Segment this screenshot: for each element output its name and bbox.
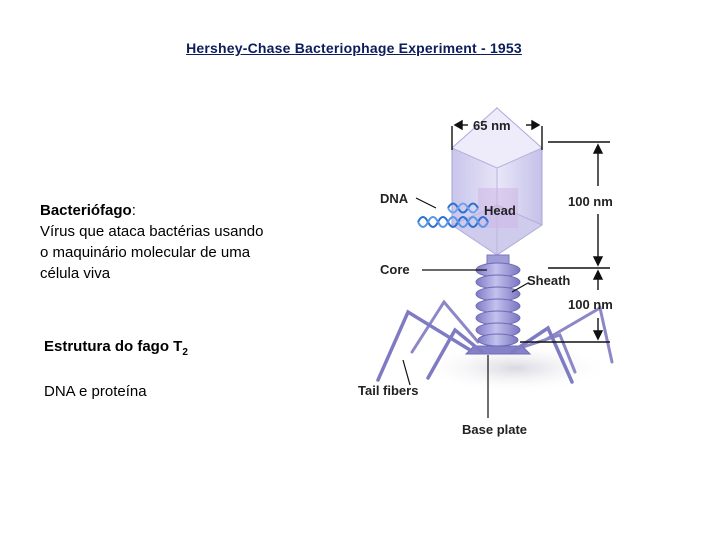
dimension-lines — [451, 119, 610, 343]
structure-heading: Estrutura do fago T2 — [44, 338, 188, 358]
tail-fibers-back — [410, 299, 614, 374]
structure-label: Estrutura do fago T — [44, 338, 183, 355]
head-inner-box — [478, 188, 518, 228]
label-width: 65 nm — [473, 118, 511, 133]
tail-fibers-front — [376, 309, 574, 384]
label-sheath: Sheath — [527, 273, 570, 288]
label-core: Core — [380, 262, 410, 277]
label-head-height: 100 nm — [568, 194, 613, 209]
label-head: Head — [484, 203, 516, 218]
term-colon: : — [131, 202, 136, 219]
dna-strand — [417, 202, 489, 228]
page-title: Hershey-Chase Bacteriophage Experiment -… — [186, 40, 522, 56]
bacteriophage-definition: Bacteriófago: Vírus que ataca bactérias … — [40, 200, 330, 284]
structure-subscript: 2 — [182, 347, 188, 358]
composition-text: DNA e proteína — [44, 383, 147, 400]
label-tail-fibers: Tail fibers — [358, 383, 418, 398]
label-dna: DNA — [380, 191, 409, 206]
base-shadow — [420, 343, 610, 393]
definition-line-1: Vírus que ataca bactérias usando — [40, 223, 264, 240]
bacteriophage-term: Bacteriófago — [40, 202, 132, 219]
definition-line-2: o maquinário molecular de uma — [40, 244, 251, 261]
label-tail-height: 100 nm — [568, 297, 613, 312]
label-base-plate: Base plate — [462, 422, 527, 437]
definition-line-3: célula viva — [40, 265, 111, 282]
leader-lines — [402, 197, 529, 418]
tail-sheath — [475, 262, 521, 347]
